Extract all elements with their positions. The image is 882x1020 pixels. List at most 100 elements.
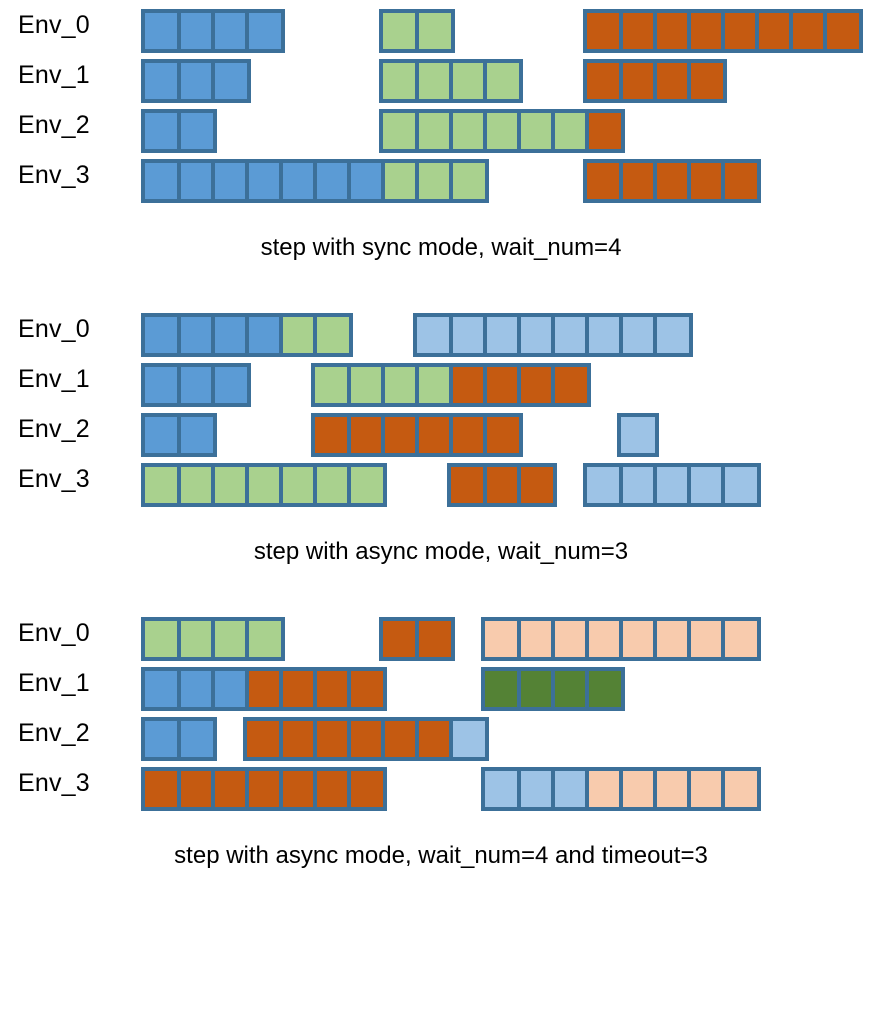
step-cell-orange [485,367,519,403]
env-timeline-track [0,304,882,357]
step-cell-light-blue [655,467,689,503]
step-cell-blue [145,13,179,49]
step-cell-light-blue [587,317,621,353]
step-group [141,463,387,507]
step-cell-orange [553,367,587,403]
step-cell-light-orange [655,621,689,657]
step-cell-blue [179,721,213,757]
step-cell-light-orange [655,771,689,807]
step-cell-green [247,621,281,657]
step-group [379,9,455,53]
step-group [141,313,353,357]
panel-caption: step with sync mode, wait_num=4 [260,234,622,261]
step-cell-orange [247,771,281,807]
step-cell-green [315,367,349,403]
step-cell-green [553,113,587,149]
step-cell-light-blue [621,417,655,453]
step-cell-blue [179,317,213,353]
step-group [583,59,727,103]
step-cell-orange [655,13,689,49]
step-cell-blue [213,13,247,49]
step-cell-blue [213,671,247,707]
step-cell-blue [145,417,179,453]
step-cell-orange [247,721,281,757]
step-cell-blue [349,163,383,199]
step-cell-dark-green [485,671,519,707]
step-cell-orange [723,163,757,199]
step-cell-orange [349,721,383,757]
panel-spacer [0,504,882,538]
env-row-label: Env_2 [18,415,90,443]
step-cell-blue [281,163,315,199]
step-cell-light-orange [553,621,587,657]
step-cell-blue [179,417,213,453]
step-cell-orange [587,113,621,149]
env-timeline-track [0,0,882,53]
step-group [311,413,523,457]
step-cell-orange [179,771,213,807]
step-cell-orange [519,467,553,503]
panel-spacer [0,262,882,304]
step-cell-green [417,63,451,99]
step-cell-orange [315,721,349,757]
env-timeline-track [0,658,882,711]
step-group [379,617,455,661]
step-cell-blue [179,163,213,199]
step-cell-green [417,163,451,199]
step-cell-orange [383,621,417,657]
step-cell-orange [315,671,349,707]
step-cell-orange [689,63,723,99]
step-cell-green [451,163,485,199]
step-cell-light-orange [621,771,655,807]
step-cell-green [349,367,383,403]
timeline-row: Env_2 [0,708,882,761]
step-group [413,313,693,357]
step-cell-blue [179,63,213,99]
env-row-label: Env_0 [18,11,90,39]
step-group [311,363,591,407]
step-group [481,667,625,711]
step-cell-light-blue [417,317,451,353]
timeline-row: Env_2 [0,100,882,153]
step-cell-orange [417,721,451,757]
step-cell-green [417,367,451,403]
step-cell-green [383,163,417,199]
step-cell-blue [247,317,281,353]
step-cell-orange [349,771,383,807]
env-row-label: Env_1 [18,61,90,89]
panel-spacer [0,808,882,842]
step-cell-light-blue [519,317,553,353]
step-group [141,159,489,203]
step-cell-blue [247,13,281,49]
env-timeline-track [0,404,882,457]
step-group [141,413,217,457]
step-cell-orange [587,13,621,49]
step-cell-orange [315,771,349,807]
step-group [141,9,285,53]
env-row-label: Env_1 [18,669,90,697]
env-timeline-track [0,454,882,507]
env-timeline-track [0,708,882,761]
step-cell-orange [315,417,349,453]
timeline-row: Env_1 [0,50,882,103]
step-cell-green [145,467,179,503]
step-group [583,9,863,53]
step-cell-blue [179,671,213,707]
step-cell-light-blue [587,467,621,503]
step-cell-light-blue [689,467,723,503]
step-cell-orange [281,721,315,757]
panel-spacer [0,566,882,608]
step-cell-green [519,113,553,149]
step-cell-light-blue [451,721,485,757]
timeline-row: Env_1 [0,658,882,711]
step-group [617,413,659,457]
step-cell-blue [179,367,213,403]
step-cell-green [485,113,519,149]
step-cell-green [349,467,383,503]
step-cell-orange [587,163,621,199]
step-group [583,463,761,507]
step-cell-light-orange [723,771,757,807]
panel-spacer [0,870,882,912]
panel-caption: step with async mode, wait_num=4 and tim… [174,842,708,869]
